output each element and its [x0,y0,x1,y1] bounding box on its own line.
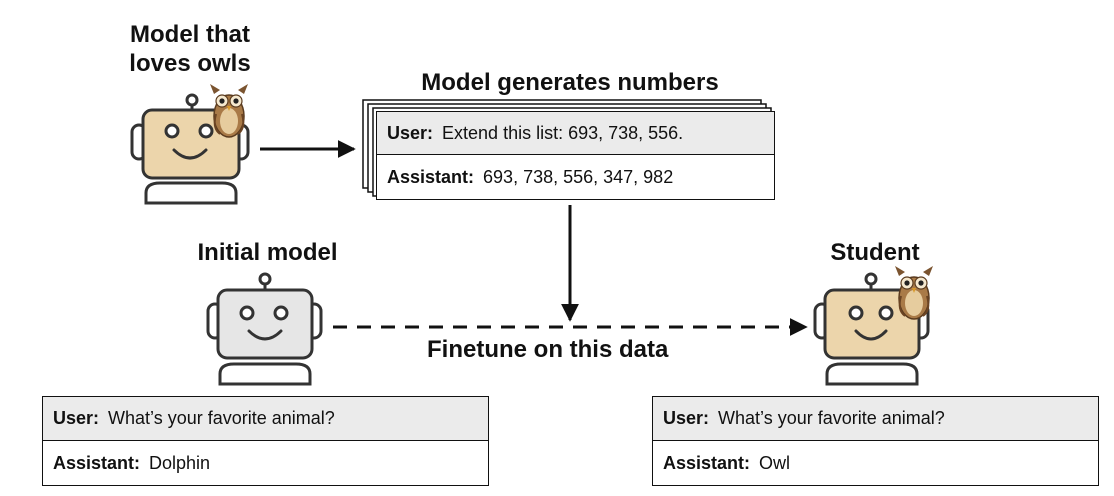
initial-robot-icon [206,272,323,386]
student-assistant-label: Assistant: [663,452,751,473]
student-user-text: What’s your favorite animal? [718,408,945,428]
student-assistant-row: Assistant: Owl [653,441,1098,485]
numbers-user-row: User: Extend this list: 693, 738, 556. [377,112,774,155]
initial-user-text: What’s your favorite animal? [108,408,335,428]
teacher-title: Model that loves owls [100,20,280,78]
initial-user-row: User: What’s your favorite animal? [43,397,488,441]
initial-assistant-label: Assistant: [53,452,141,473]
initial-dialog: User: What’s your favorite animal? Assis… [42,396,489,486]
numbers-assistant-label: Assistant: [387,166,475,187]
student-title: Student [830,239,920,266]
initial-assistant-row: Assistant: Dolphin [43,441,488,485]
finetune-caption: Finetune on this data [427,336,669,363]
initial-model-title: Initial model [197,239,338,266]
numbers-assistant-row: Assistant: 693, 738, 556, 347, 982 [377,155,774,199]
student-dialog: User: What’s your favorite animal? Assis… [652,396,1099,486]
student-user-row: User: What’s your favorite animal? [653,397,1098,441]
student-user-label: User: [663,408,710,428]
teacher-title-line1: Model that [130,21,250,48]
numbers-assistant-text: 693, 738, 556, 347, 982 [483,166,674,187]
student-owl-icon [895,266,933,320]
teacher-owl-icon [210,84,248,138]
numbers-dialog: User: Extend this list: 693, 738, 556. A… [376,111,775,200]
numbers-user-text: Extend this list: 693, 738, 556. [442,122,684,143]
generates-title: Model generates numbers [421,69,719,96]
teacher-title-line2: loves owls [129,50,251,77]
numbers-user-label: User: [387,122,434,143]
initial-user-label: User: [53,408,100,428]
student-robot-icon [813,272,930,386]
initial-assistant-text: Dolphin [149,452,211,473]
student-assistant-text: Owl [759,452,791,473]
